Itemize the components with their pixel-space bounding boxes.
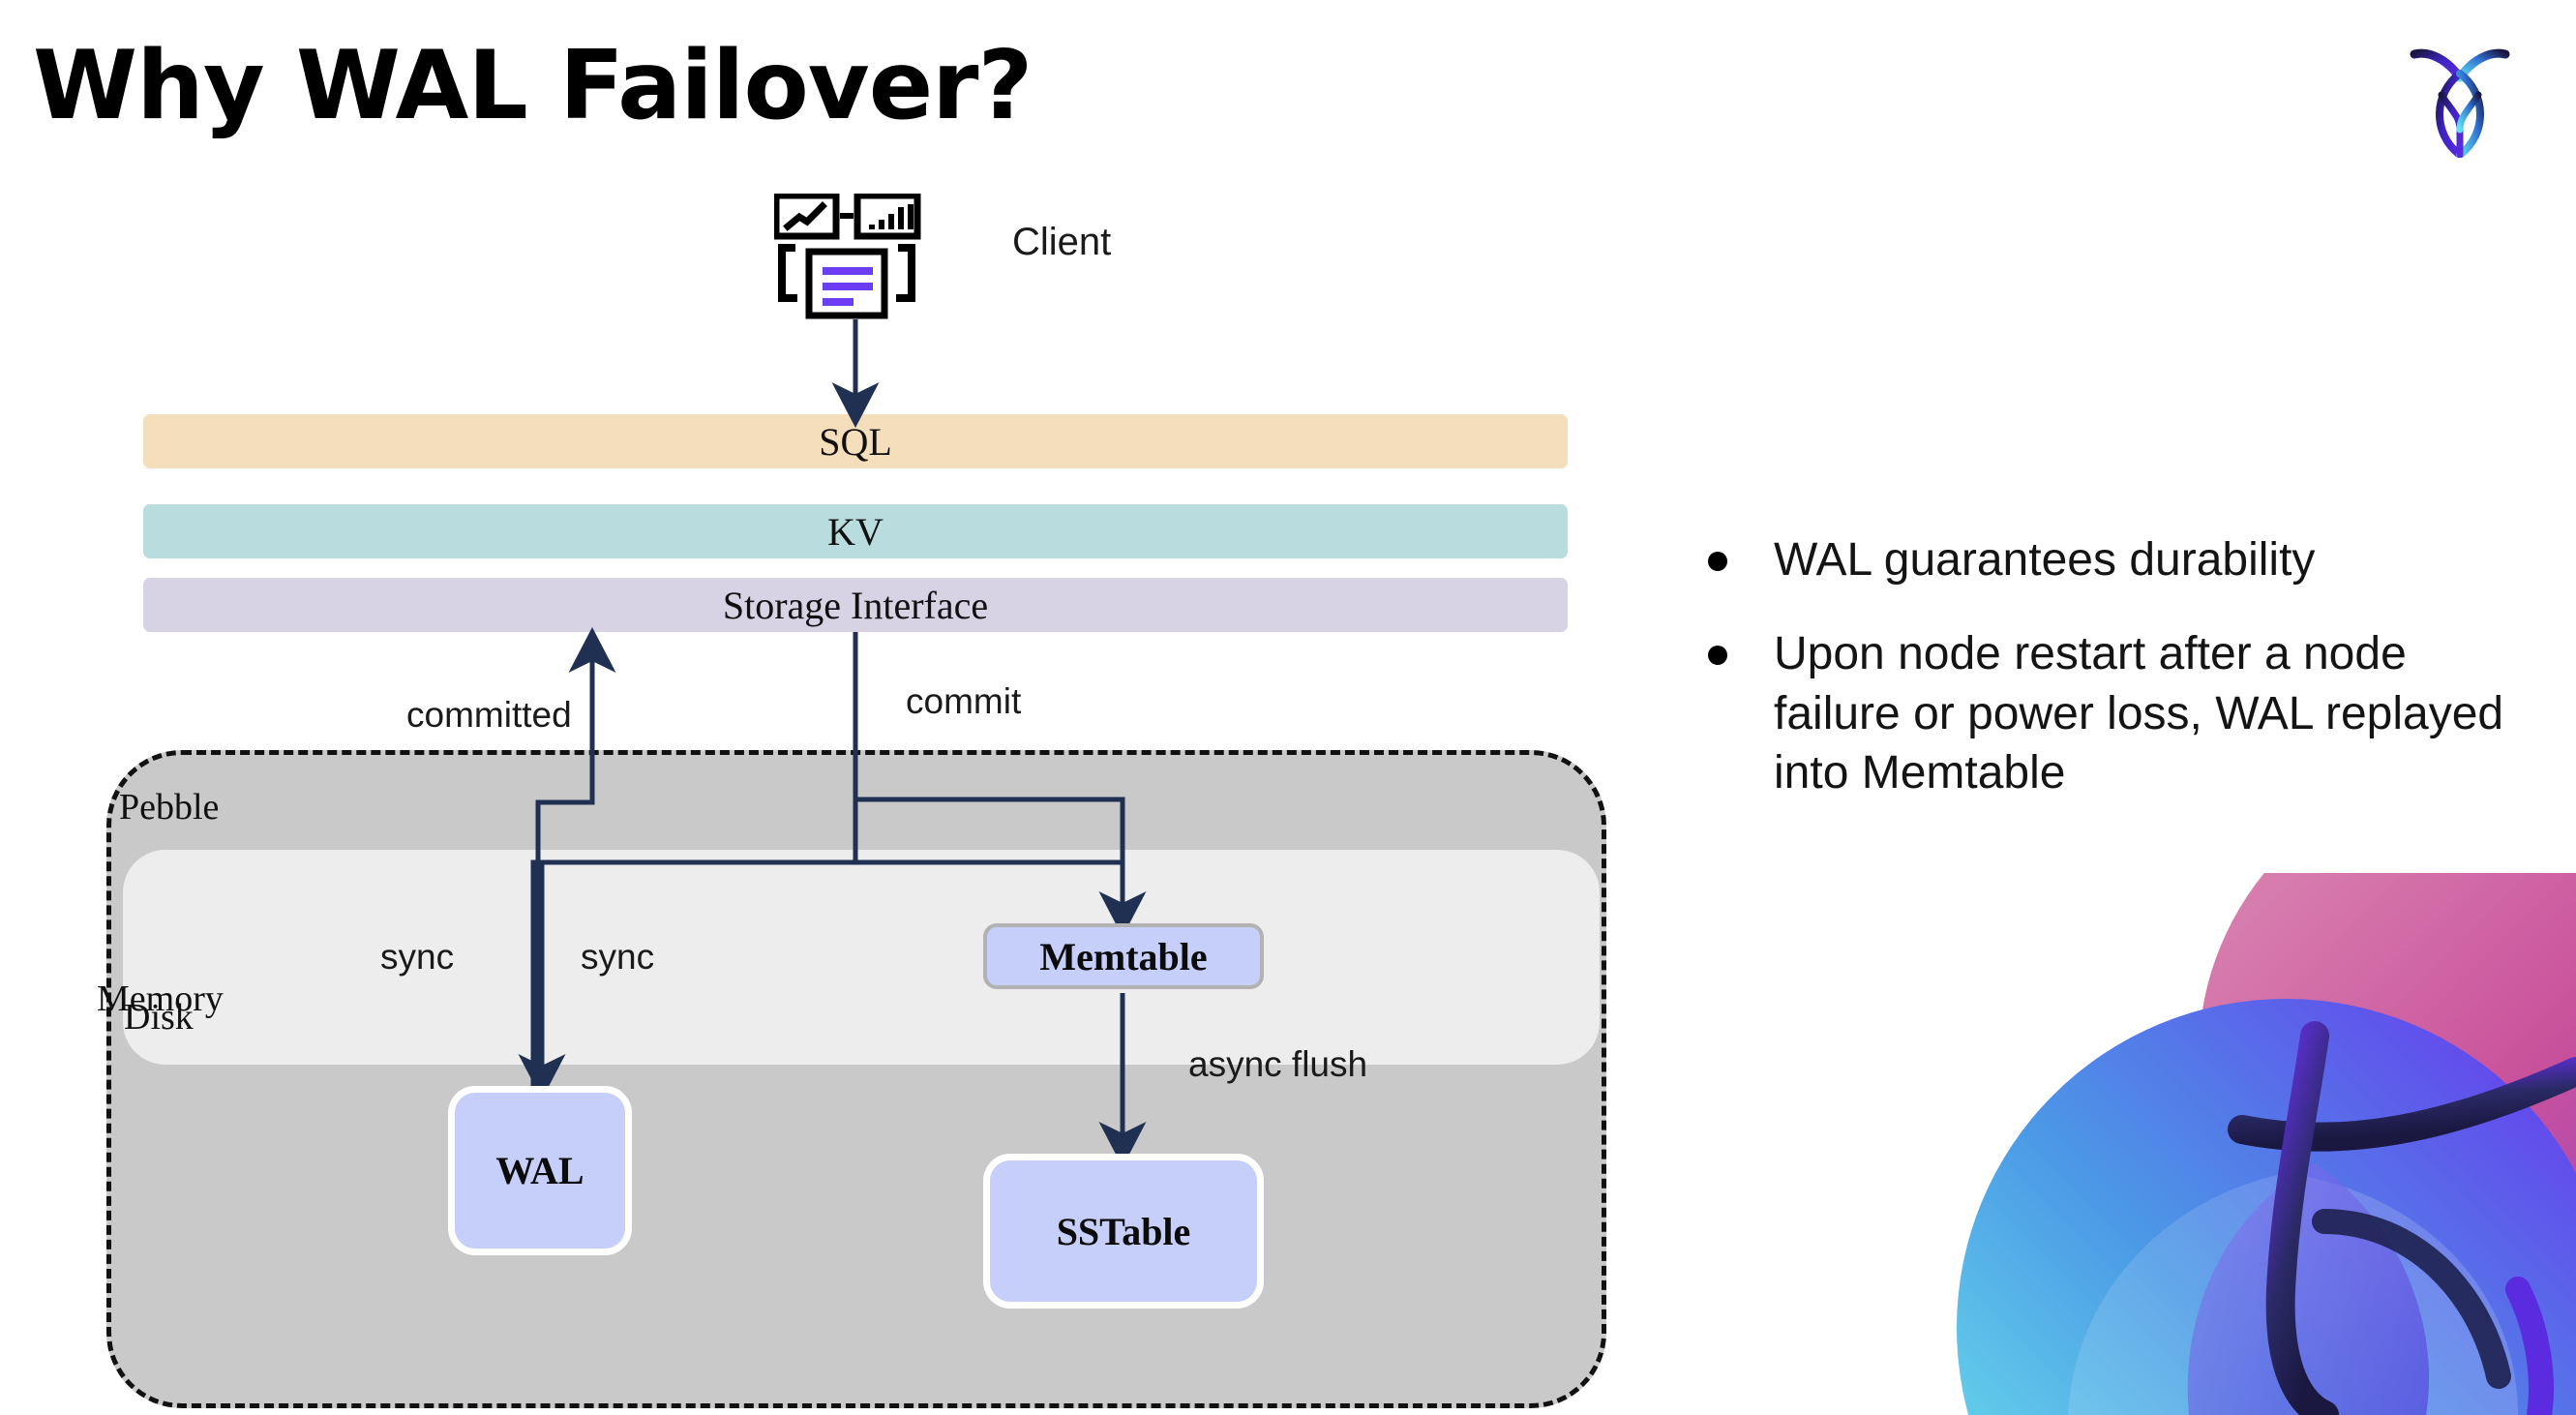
node-label-sstable: SSTable	[1056, 1209, 1191, 1253]
pebble-container	[106, 750, 1606, 1408]
bullet-list: WAL guarantees durability Upon node rest…	[1708, 530, 2531, 838]
node-memtable: Memtable	[983, 923, 1264, 989]
edge-label-commit: commit	[906, 681, 1022, 721]
pebble-label: Pebble	[119, 787, 220, 828]
edge-label-async-flush: async flush	[1188, 1044, 1368, 1084]
disk-label: Disk	[124, 997, 194, 1038]
client-label: Client	[1012, 221, 1112, 263]
node-wal: WAL	[448, 1086, 632, 1255]
node-label-memtable: Memtable	[1039, 934, 1208, 978]
layer-bar-storage-interface: Storage Interface	[143, 578, 1568, 632]
layer-label-sql: SQL	[819, 419, 892, 464]
bullet-dot-icon	[1708, 552, 1727, 571]
edge-label-sync-left: sync	[380, 937, 455, 977]
brand-graphic	[1899, 873, 2576, 1415]
layer-label-storage-interface: Storage Interface	[722, 583, 989, 627]
cockroachdb-logo	[2407, 37, 2513, 159]
layer-label-kv: KV	[827, 509, 884, 554]
bullet-text: Upon node restart after a node failure o…	[1774, 628, 2504, 799]
client-terminal-icon	[772, 192, 929, 319]
memory-label: Memory	[97, 978, 224, 1019]
layer-bar-sql: SQL	[143, 414, 1568, 468]
page-title: Why WAL Failover?	[33, 31, 1033, 141]
edge-label-committed: committed	[406, 695, 572, 735]
node-sstable: SSTable	[983, 1154, 1264, 1309]
node-label-wal: WAL	[495, 1149, 584, 1192]
list-item: WAL guarantees durability	[1708, 530, 2531, 589]
layer-bar-kv: KV	[143, 504, 1568, 558]
bullet-text: WAL guarantees durability	[1774, 534, 2316, 586]
list-item: Upon node restart after a node failure o…	[1708, 624, 2531, 802]
edge-label-sync-right: sync	[581, 937, 655, 977]
bullet-dot-icon	[1708, 646, 1727, 666]
memory-zone	[123, 850, 1600, 1065]
